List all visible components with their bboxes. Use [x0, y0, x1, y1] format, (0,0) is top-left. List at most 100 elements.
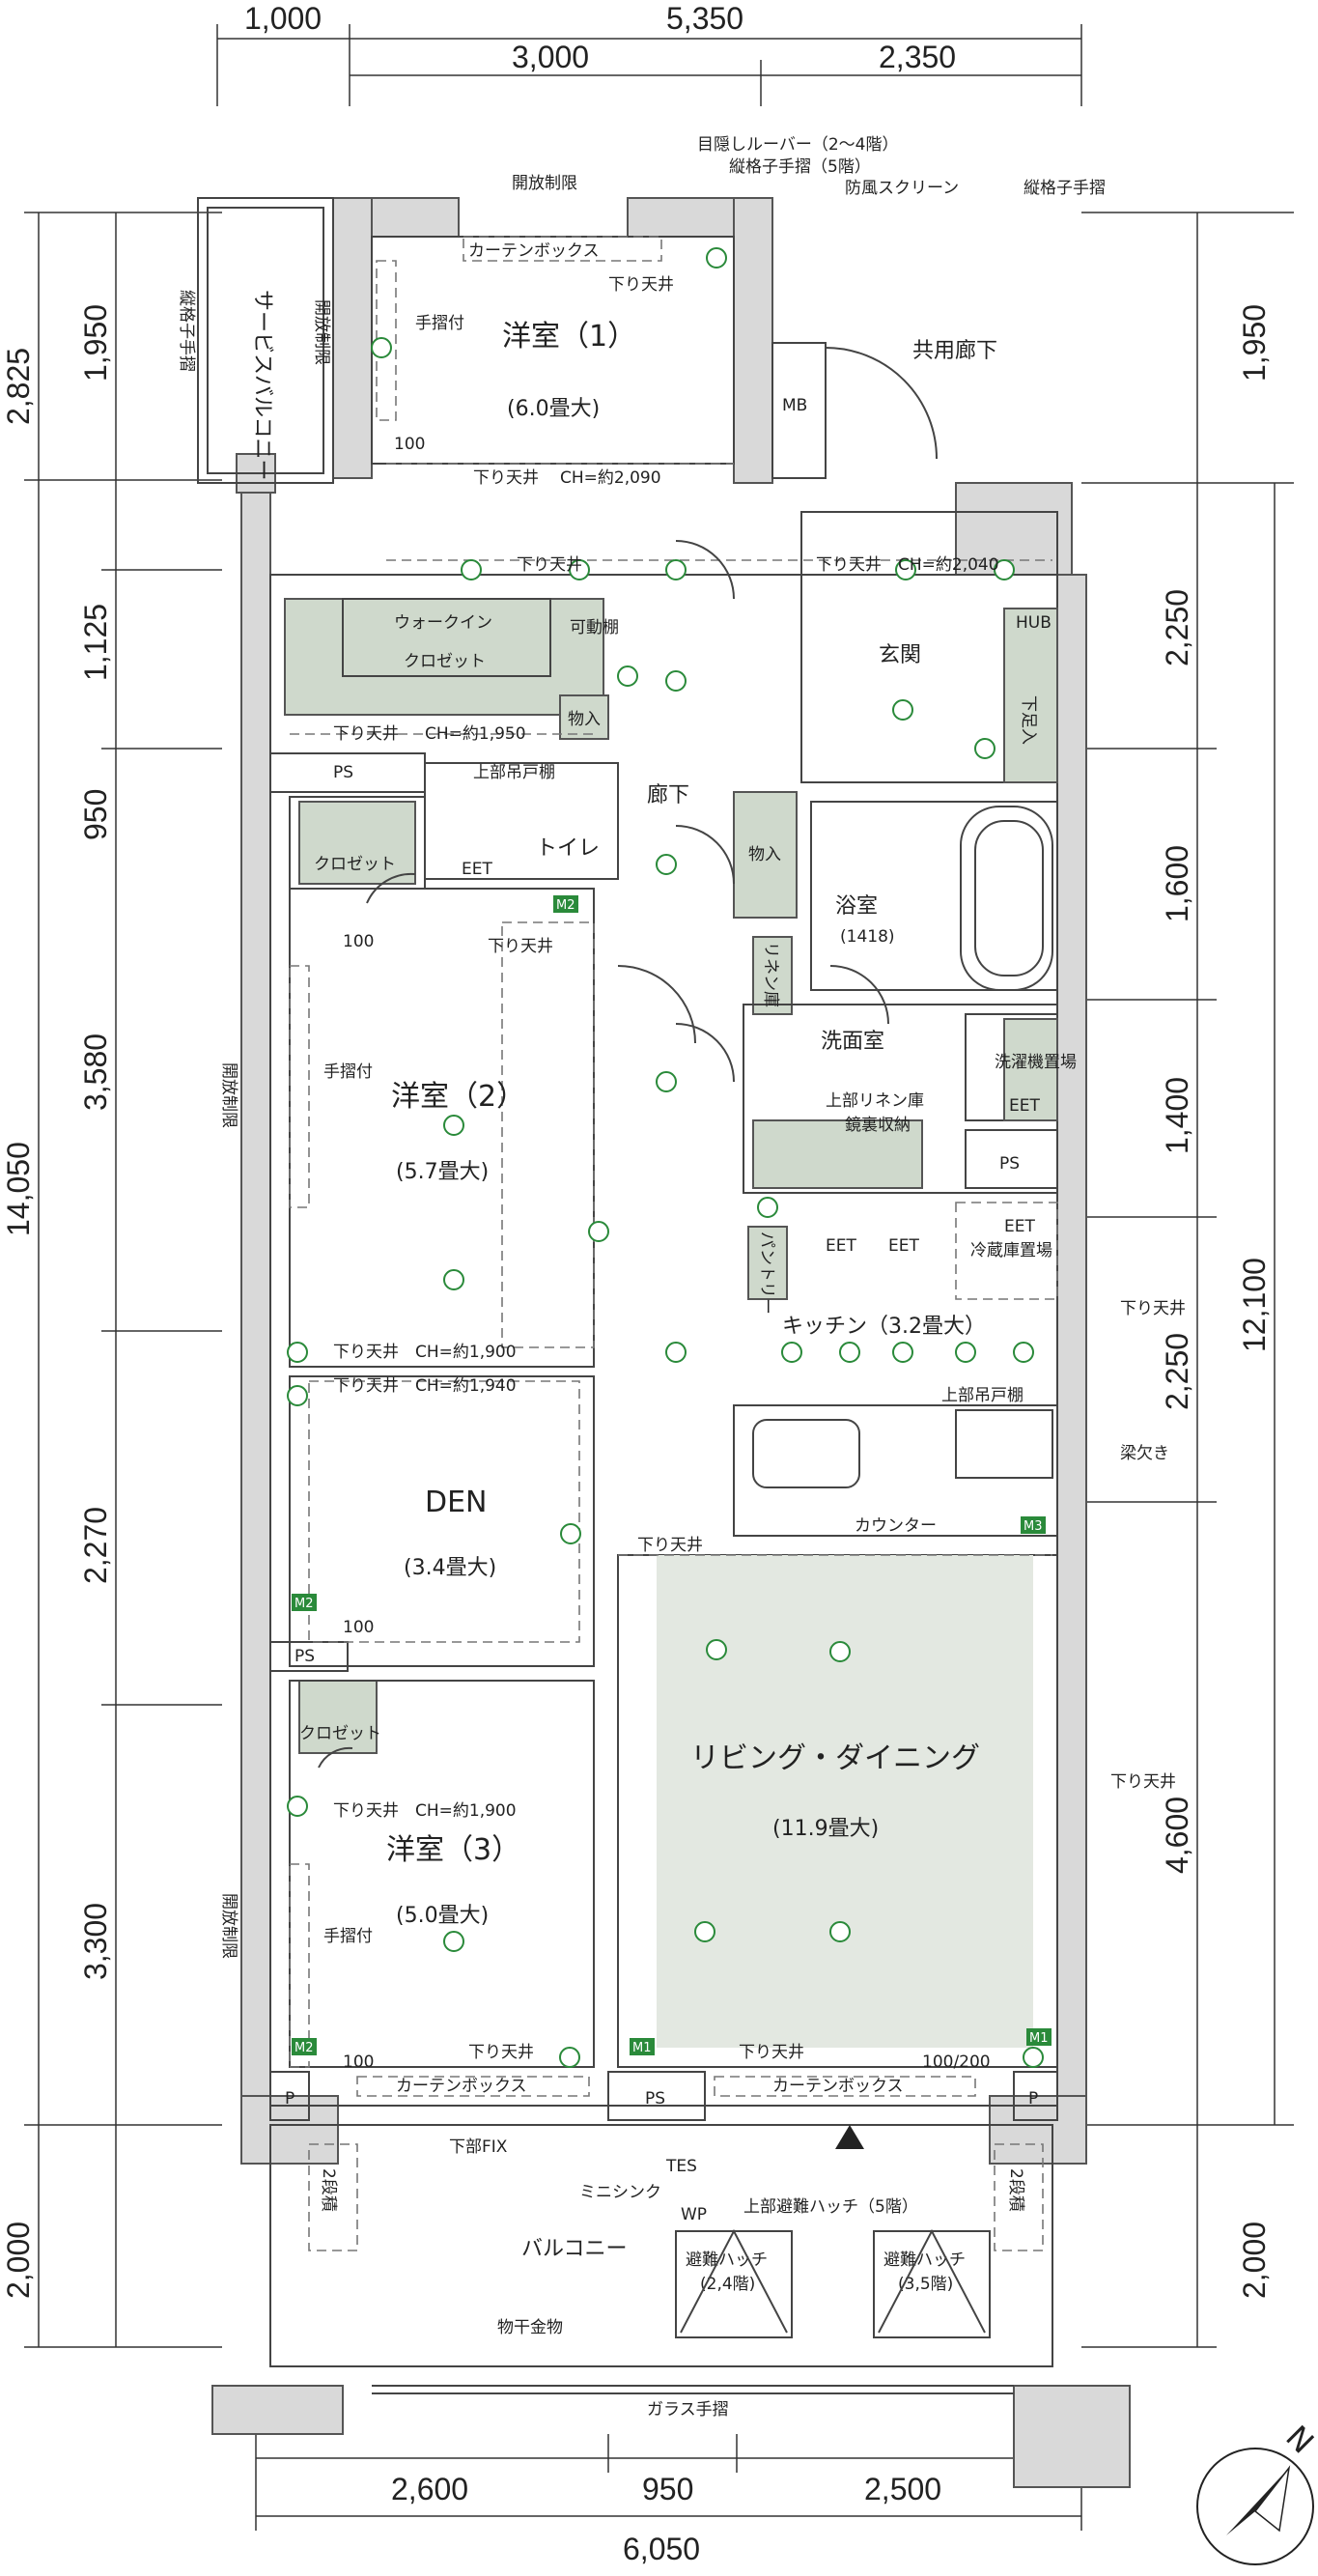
label-eet-4: EET: [1009, 1096, 1040, 1116]
label-lower-ceiling-r2b: 下り天井: [333, 1343, 399, 1362]
dim-right-2000: 2,000: [1237, 2222, 1272, 2299]
label-escape-24-floor: (2,4階): [700, 2275, 755, 2294]
dim-bottom-950: 950: [642, 2472, 693, 2506]
label-escape-upper: 上部避難ハッチ（5階）: [743, 2197, 918, 2217]
label-ps-2: PS: [294, 1647, 315, 1666]
label-ch1950: CH=約1,950: [425, 724, 526, 744]
compass: N: [1196, 2419, 1318, 2565]
label-drying-rack: 物干金物: [497, 2318, 563, 2337]
label-ps-4: PS: [645, 2089, 665, 2109]
label-upper-cabinet-1: 上部吊戸棚: [473, 763, 555, 782]
room-labels: 洋室（1） (6.0畳大) 洋室（2） (5.7畳大) DEN (3.4畳大) …: [250, 290, 997, 2261]
label-ch1940: CH=約1,940: [415, 1376, 517, 1396]
label-tv-100-200: 100/200: [922, 2052, 991, 2072]
room-living-name: リビング・ダイニング: [690, 1741, 980, 1775]
tag-m1-1: M1: [632, 2041, 652, 2055]
tag-m2-1: M2: [556, 898, 575, 913]
dim-left-3300: 3,300: [78, 1903, 113, 1980]
label-ps-3: PS: [999, 1154, 1020, 1174]
label-laundry: 洗濯機置場: [995, 1053, 1077, 1072]
dim-right-1950: 1,950: [1237, 304, 1272, 382]
label-escape-24: 避難ハッチ: [686, 2250, 768, 2270]
label-ch1900a: CH=約1,900: [415, 1343, 517, 1362]
label-ch2040: CH=約2,040: [898, 555, 999, 575]
dim-left-1125: 1,125: [78, 604, 113, 681]
label-eet-3: EET: [888, 1236, 919, 1256]
top-dimensions: 1,000 5,350 3,000 2,350: [216, 1, 1082, 106]
top-note-lattice5: 縦格子手摺（5階）: [729, 157, 871, 177]
room-kitchen: キッチン（3.2畳大）: [782, 1315, 986, 1339]
label-ps-1: PS: [333, 763, 353, 782]
label-lower-ceiling-ent: 下り天井: [816, 555, 882, 575]
label-ch1900b: CH=約1,900: [415, 1801, 517, 1821]
tag-m2-2: M2: [294, 1597, 314, 1611]
label-mini-sink: ミニシンク: [579, 2183, 661, 2202]
label-handrail-1: 手摺付: [415, 314, 464, 333]
label-curtain-box-1: カーテンボックス: [468, 241, 600, 261]
label-lower-ceiling-r3b: 下り天井: [468, 2043, 534, 2062]
room-entrance: 玄関: [879, 643, 921, 667]
label-mb: MB: [782, 396, 807, 415]
room-western3-size: (5.0畳大): [396, 1904, 489, 1928]
label-closet-2: クロゼット: [314, 855, 396, 874]
label-upper-cabinet-2: 上部吊戸棚: [941, 1386, 1024, 1405]
label-ch2090: CH=約2,090: [560, 468, 661, 488]
dim-left-2825: 2,825: [1, 348, 36, 425]
label-eet-2: EET: [826, 1236, 856, 1256]
label-lattice-handrail: 縦格子手摺: [177, 290, 196, 372]
dim-top-1000: 1,000: [244, 1, 322, 36]
label-storage-2: 物入: [748, 845, 781, 864]
label-lower-fix: 下部FIX: [449, 2137, 508, 2157]
top-note-windscreen: 防風スクリーン: [845, 179, 959, 198]
room-bath-size: (1418): [840, 927, 895, 947]
dim-bottom-6050: 6,050: [623, 2532, 700, 2566]
dim-left-2000: 2,000: [1, 2222, 36, 2299]
dim-right-1400: 1,400: [1160, 1077, 1194, 1154]
label-two-stack-2: 2段積: [1006, 2168, 1025, 2212]
label-counter: カウンター: [855, 1516, 937, 1536]
label-lower-ceiling-den: 下り天井: [333, 1376, 399, 1396]
label-open-limit-2: 開放制限: [219, 1062, 238, 1128]
label-eet-5: EET: [1004, 1217, 1035, 1236]
dim-bottom-2500: 2,500: [864, 2472, 941, 2506]
dim-left-14050: 14,050: [1, 1142, 36, 1236]
label-lower-ceiling-r: 下り天井: [1110, 1772, 1176, 1792]
room-western3-name: 洋室（3）: [386, 1833, 520, 1867]
entry-marker: [835, 2125, 864, 2149]
tag-m2-3: M2: [294, 2041, 314, 2055]
tag-m3: M3: [1024, 1519, 1043, 1534]
label-movable-shelf: 可動棚: [570, 618, 619, 637]
top-note-louver: 目隠しルーバー（2〜4階）: [697, 135, 898, 155]
label-lower-ceiling-r2: 下り天井: [488, 937, 553, 956]
label-two-stack-1: 2段積: [319, 2168, 338, 2212]
label-lower-ceiling-r3: 下り天井: [333, 1801, 399, 1821]
label-tes: TES: [665, 2157, 697, 2176]
doors: [318, 347, 938, 1769]
room-toilet: トイレ: [536, 836, 600, 861]
dim-right-1600: 1,600: [1160, 845, 1194, 922]
left-dimensions: 2,825 14,050 1,950 1,125 950 3,580 2,270…: [1, 212, 222, 2348]
room-bath-name: 浴室: [835, 894, 878, 919]
label-tv-100-1: 100: [394, 435, 425, 454]
label-p-2: P: [1028, 2089, 1038, 2109]
room-living-size: (11.9畳大): [772, 1817, 879, 1841]
label-mirror-storage: 鏡裏収納: [845, 1115, 911, 1135]
dim-top-3000: 3,000: [512, 40, 589, 74]
label-lower-ceiling-r1: 下り天井: [608, 275, 674, 295]
dim-right-4600: 4,600: [1160, 1797, 1194, 1874]
label-tv-100-3: 100: [343, 1618, 374, 1637]
label-hub: HUB: [1016, 613, 1052, 633]
label-linen: リネン庫: [761, 942, 780, 1007]
bottom-dimensions: 2,600 950 2,500 6,050: [255, 2434, 1082, 2566]
label-curtain-box-2: カーテンボックス: [396, 2077, 527, 2096]
label-lower-ceiling-corr: 下り天井: [517, 555, 582, 575]
room-den-size: (3.4畳大): [404, 1556, 496, 1580]
room-western1-name: 洋室（1）: [502, 320, 636, 354]
label-shoe-box: 下足入: [1019, 695, 1038, 745]
label-lower-ceiling-ld: 下り天井: [637, 1536, 703, 1555]
room-washroom: 洗面室: [821, 1030, 884, 1054]
dim-left-1950: 1,950: [78, 304, 113, 382]
tag-m1-2: M1: [1029, 2031, 1049, 2046]
label-tv-100-2: 100: [343, 932, 374, 951]
